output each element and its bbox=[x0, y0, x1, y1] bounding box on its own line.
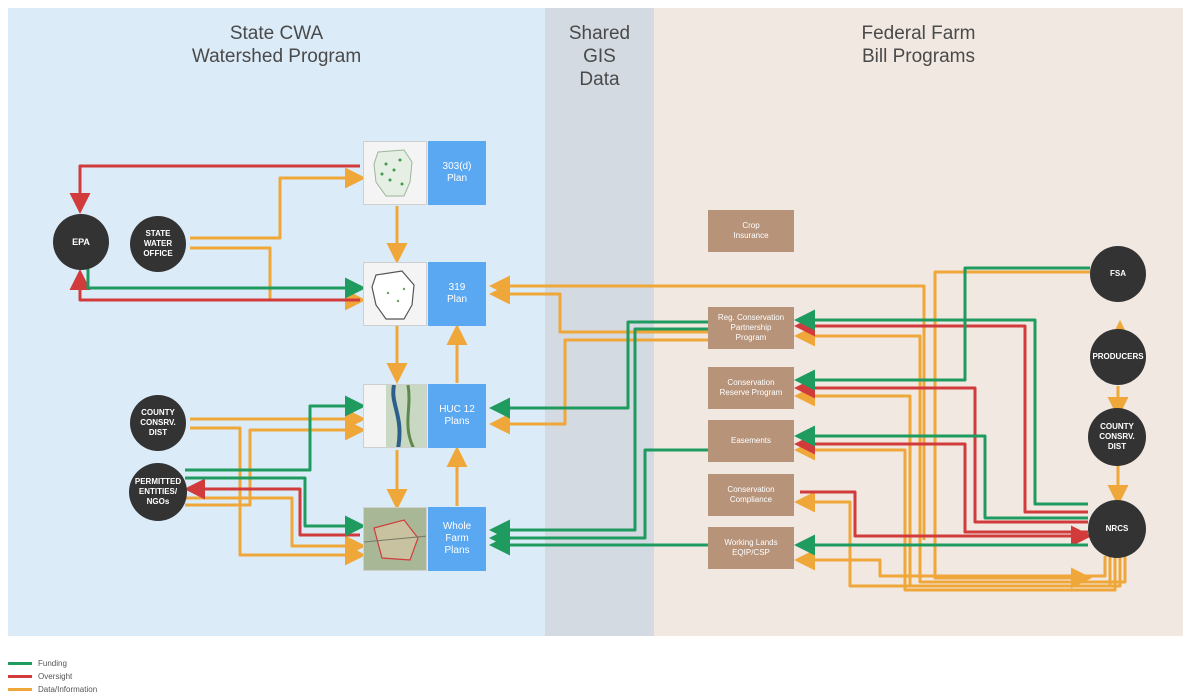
whole-farm-plans-box: Whole Farm Plans bbox=[428, 507, 486, 571]
conservation-compliance-box: Conservation Compliance bbox=[708, 474, 794, 516]
legend-funding-swatch bbox=[8, 662, 32, 665]
319-plan-box: 319 Plan bbox=[428, 262, 486, 326]
303d-plan-box: 303(d) Plan bbox=[428, 141, 486, 205]
working-lands-box: Working Lands EQIP/CSP bbox=[708, 527, 794, 569]
oversight-link bbox=[80, 166, 360, 208]
oversight-link bbox=[800, 326, 1088, 512]
permitted-entities-node: PERMITTED ENTITIES/ NGOs bbox=[129, 463, 187, 521]
data-link bbox=[190, 248, 360, 300]
state-map-icon bbox=[364, 142, 427, 205]
crp-box: Conservation Reserve Program bbox=[708, 367, 794, 409]
legend-data-swatch bbox=[8, 688, 32, 691]
watershed-map-icon bbox=[364, 385, 427, 448]
data-link bbox=[185, 430, 360, 505]
crop-insurance-box: Crop Insurance bbox=[708, 210, 794, 252]
farm-parcel-map-icon bbox=[364, 508, 427, 571]
legend-funding: Funding bbox=[8, 658, 67, 668]
funding-link bbox=[495, 322, 708, 408]
319-map-thumbnail bbox=[363, 262, 427, 326]
epa-node: EPA bbox=[53, 214, 109, 270]
funding-link bbox=[185, 406, 360, 470]
303d-map-thumbnail bbox=[363, 141, 427, 205]
fsa-node: FSA bbox=[1090, 246, 1146, 302]
county-consrv-dist-node-left: COUNTY CONSRV. DIST bbox=[130, 395, 186, 451]
oversight-link bbox=[800, 492, 1086, 536]
oversight-link bbox=[190, 489, 360, 535]
funding-link bbox=[185, 478, 360, 526]
data-link bbox=[495, 294, 708, 332]
whole-farm-map-thumbnail bbox=[363, 507, 427, 571]
legend-data-label: Data/Information bbox=[38, 685, 97, 694]
funding-link bbox=[88, 268, 360, 288]
legend-funding-label: Funding bbox=[38, 659, 67, 668]
producers-node: PRODUCERS bbox=[1090, 329, 1146, 385]
legend-oversight-label: Oversight bbox=[38, 672, 72, 681]
funding-link bbox=[495, 329, 708, 530]
rcpp-box: Reg. Conservation Partnership Program bbox=[708, 307, 794, 349]
legend-oversight: Oversight bbox=[8, 671, 72, 681]
data-link bbox=[495, 340, 708, 424]
huc12-plans-box: HUC 12 Plans bbox=[428, 384, 486, 448]
easements-box: Easements bbox=[708, 420, 794, 462]
funding-link bbox=[800, 436, 1088, 518]
nrcs-node: NRCS bbox=[1088, 500, 1146, 558]
funding-link bbox=[495, 450, 708, 538]
data-link bbox=[800, 556, 1105, 576]
state-water-office-node: STATE WATER OFFICE bbox=[130, 216, 186, 272]
state-outline-icon bbox=[364, 263, 427, 326]
data-link bbox=[190, 178, 360, 238]
data-link bbox=[800, 450, 1115, 590]
legend-oversight-swatch bbox=[8, 675, 32, 678]
funding-link bbox=[800, 320, 1088, 504]
huc12-map-thumbnail bbox=[363, 384, 427, 448]
county-consrv-dist-node-right: COUNTY CONSRV. DIST bbox=[1088, 408, 1146, 466]
legend-data: Data/Information bbox=[8, 684, 97, 694]
